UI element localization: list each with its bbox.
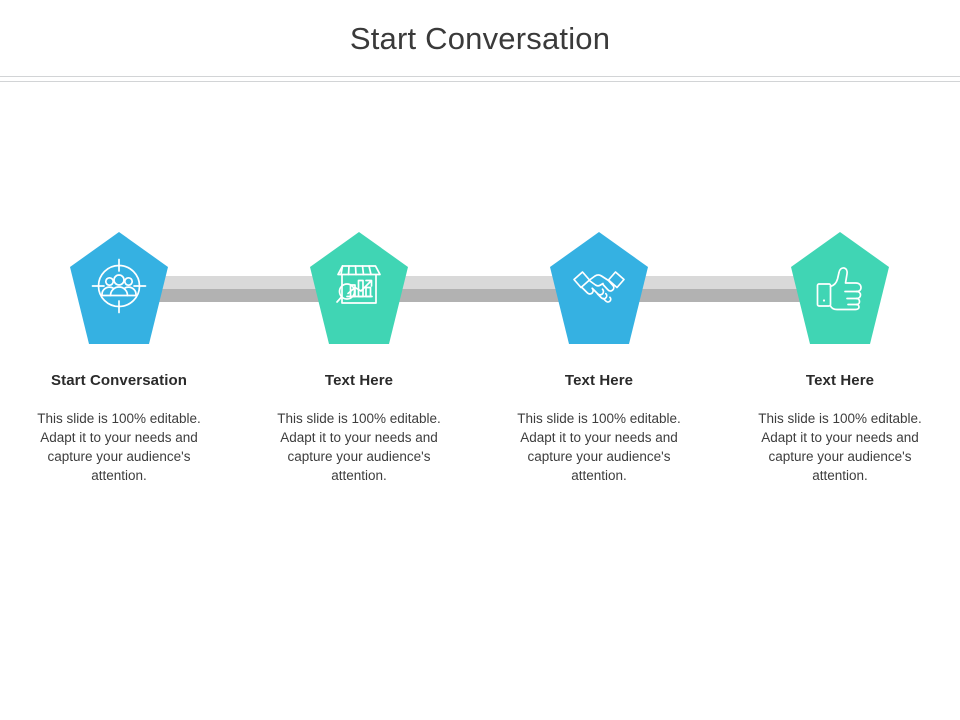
pentagon-outline-4	[791, 232, 889, 344]
step-heading-2: Text Here	[324, 372, 394, 389]
step-heading-1: Start Conversation	[51, 372, 187, 389]
slide-header: Start Conversation	[0, 0, 960, 78]
divider-line-top	[0, 76, 960, 77]
process-step-4[interactable]: Text Here This slide is 100% editable. A…	[740, 230, 940, 486]
target-audience-icon	[88, 255, 150, 317]
handshake-icon	[568, 255, 630, 317]
pentagon-shape-2[interactable]	[259, 230, 459, 346]
pentagon-shape-1[interactable]	[19, 230, 219, 346]
pentagon-outline-1	[70, 232, 168, 344]
pentagon-shape-3[interactable]	[499, 230, 699, 346]
step-body-1: This slide is 100% editable. Adapt it to…	[37, 411, 201, 484]
page-title: Start Conversation	[349, 20, 611, 56]
pentagon-outline-3	[550, 232, 648, 344]
divider-line-bottom	[0, 81, 960, 82]
connector-band-dark	[150, 289, 810, 302]
step-body-3: This slide is 100% editable. Adapt it to…	[517, 411, 681, 484]
process-step-2[interactable]: Text Here This slide is 100% editable. A…	[259, 230, 459, 486]
step-heading-4: Text Here	[805, 372, 875, 389]
header-divider	[0, 76, 960, 84]
step-body-4: This slide is 100% editable. Adapt it to…	[758, 411, 922, 484]
step-body-2: This slide is 100% editable. Adapt it to…	[277, 411, 441, 484]
process-step-3[interactable]: Text Here This slide is 100% editable. A…	[499, 230, 699, 486]
thumbs-up-icon	[809, 255, 871, 317]
process-step-1[interactable]: Start Conversation This slide is 100% ed…	[19, 230, 219, 486]
pentagon-shape-4[interactable]	[740, 230, 940, 346]
shop-analytics-icon	[328, 255, 390, 317]
step-heading-3: Text Here	[564, 372, 634, 389]
